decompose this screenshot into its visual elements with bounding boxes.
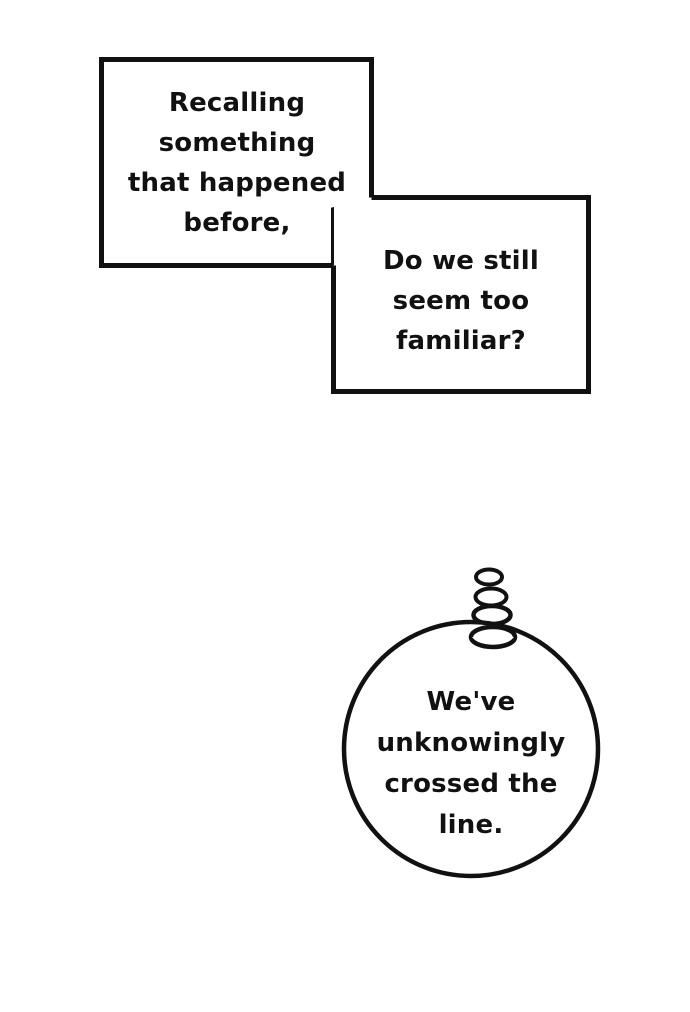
thought-tail-merge-mask xyxy=(472,637,514,645)
thought-tail-ellipse-1 xyxy=(474,567,504,587)
panel-2-outline xyxy=(331,195,591,394)
thought-bubble-caption: We've unknowingly crossed the line. xyxy=(376,687,566,840)
panel-1-outline xyxy=(99,57,374,266)
panel-2-caption: Do we still seem too familiar? xyxy=(382,246,540,356)
panel-1-caption: Recalling something that happened before… xyxy=(127,88,347,238)
thought-tail-ellipse-2 xyxy=(473,586,509,608)
thought-bubble-circle xyxy=(341,619,601,879)
